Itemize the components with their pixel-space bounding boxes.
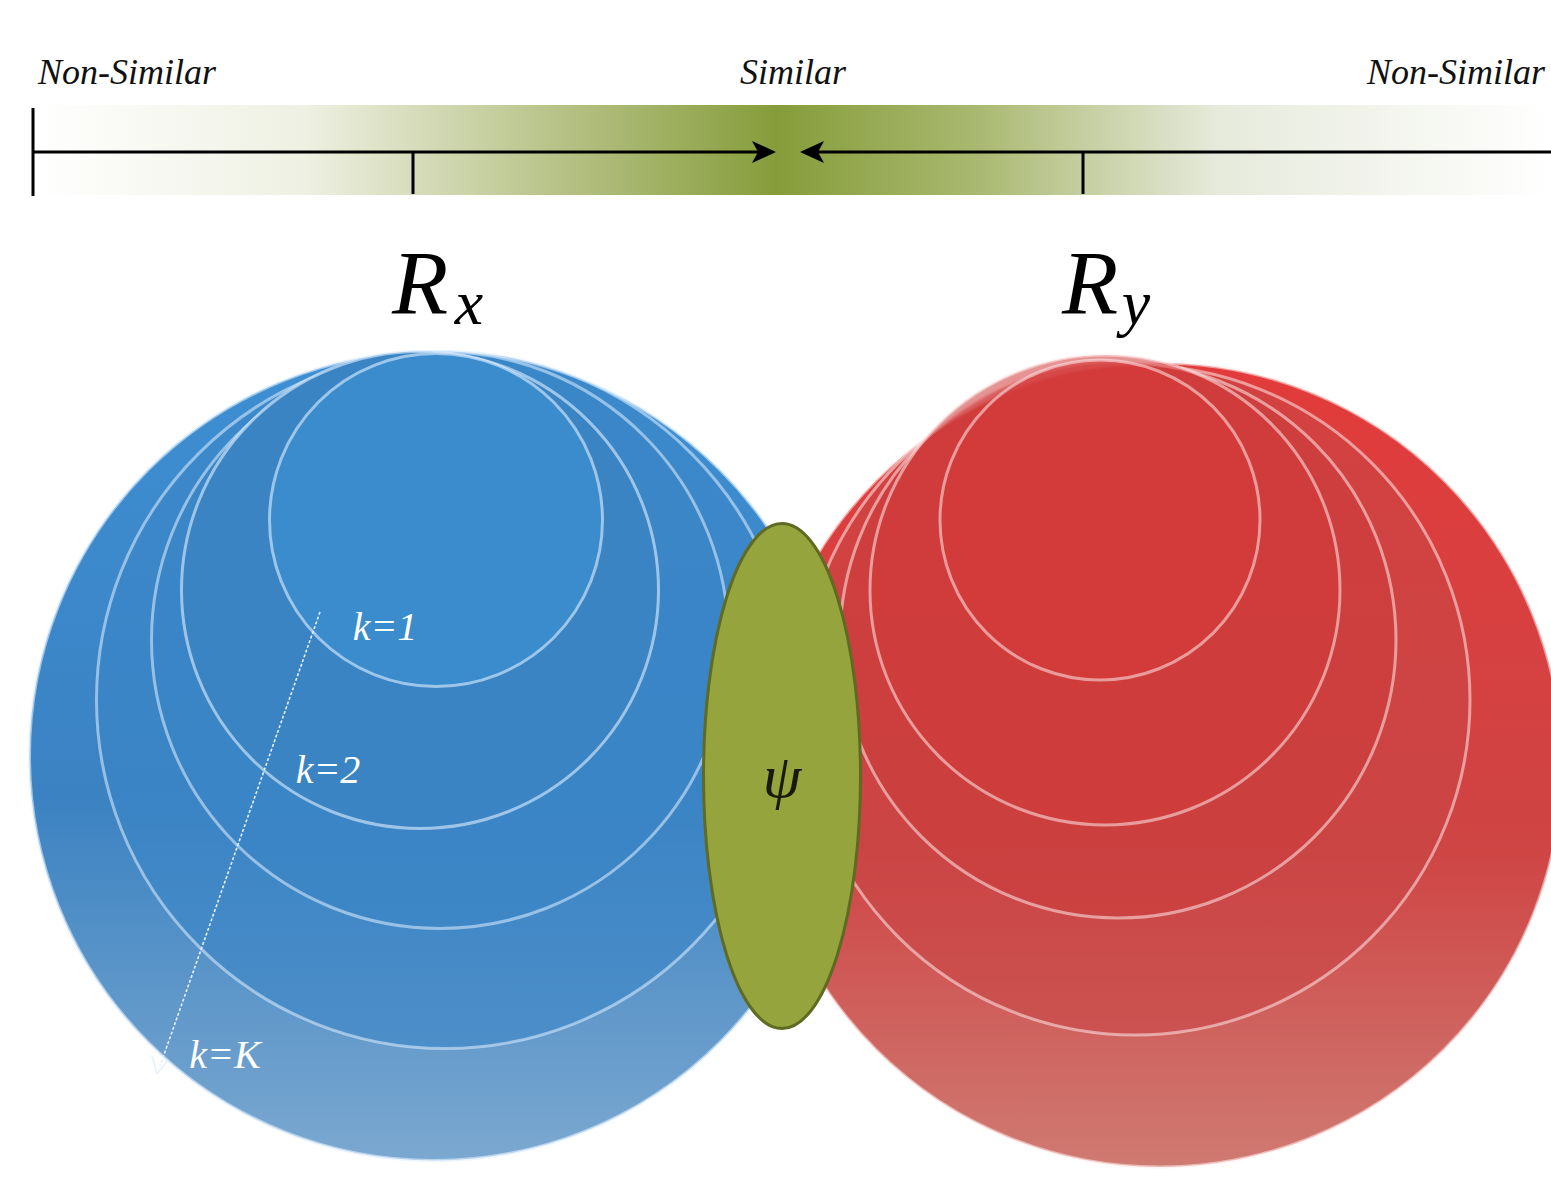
scale-label: Non-Similar [38, 54, 216, 90]
red-nested-circles [758, 355, 1551, 1167]
scale-label: Similar [740, 54, 846, 90]
k-level-label: k=K [189, 1035, 260, 1075]
similarity-band [33, 105, 1551, 195]
set-label: R [392, 237, 448, 329]
scale-label: Non-Similar [1367, 54, 1545, 90]
k-level-label: k=2 [296, 750, 361, 790]
node-shape [704, 524, 861, 1029]
nested-circle-ring [152, 352, 729, 929]
similarity-axis [33, 108, 1551, 196]
nested-circle: k=1 [268, 352, 604, 688]
node-shape [270, 354, 603, 687]
nested-circle: k=1 k=2 [180, 350, 660, 830]
similarity-symbol: ψ [763, 745, 802, 807]
k-direction-head [152, 1056, 168, 1074]
k-level-label: k=1 [353, 607, 418, 647]
node-shape [182, 352, 659, 829]
set-label: R [1062, 237, 1118, 329]
k-direction-line [160, 612, 320, 1066]
arrow-head [752, 141, 776, 163]
set-label: x [455, 271, 483, 335]
overlap-ellipse: ψ [702, 522, 862, 1030]
arrow-head [800, 141, 824, 163]
node-outline [268, 352, 604, 688]
nested-circle-ring [97, 352, 794, 1049]
set-label: y [1122, 271, 1150, 335]
